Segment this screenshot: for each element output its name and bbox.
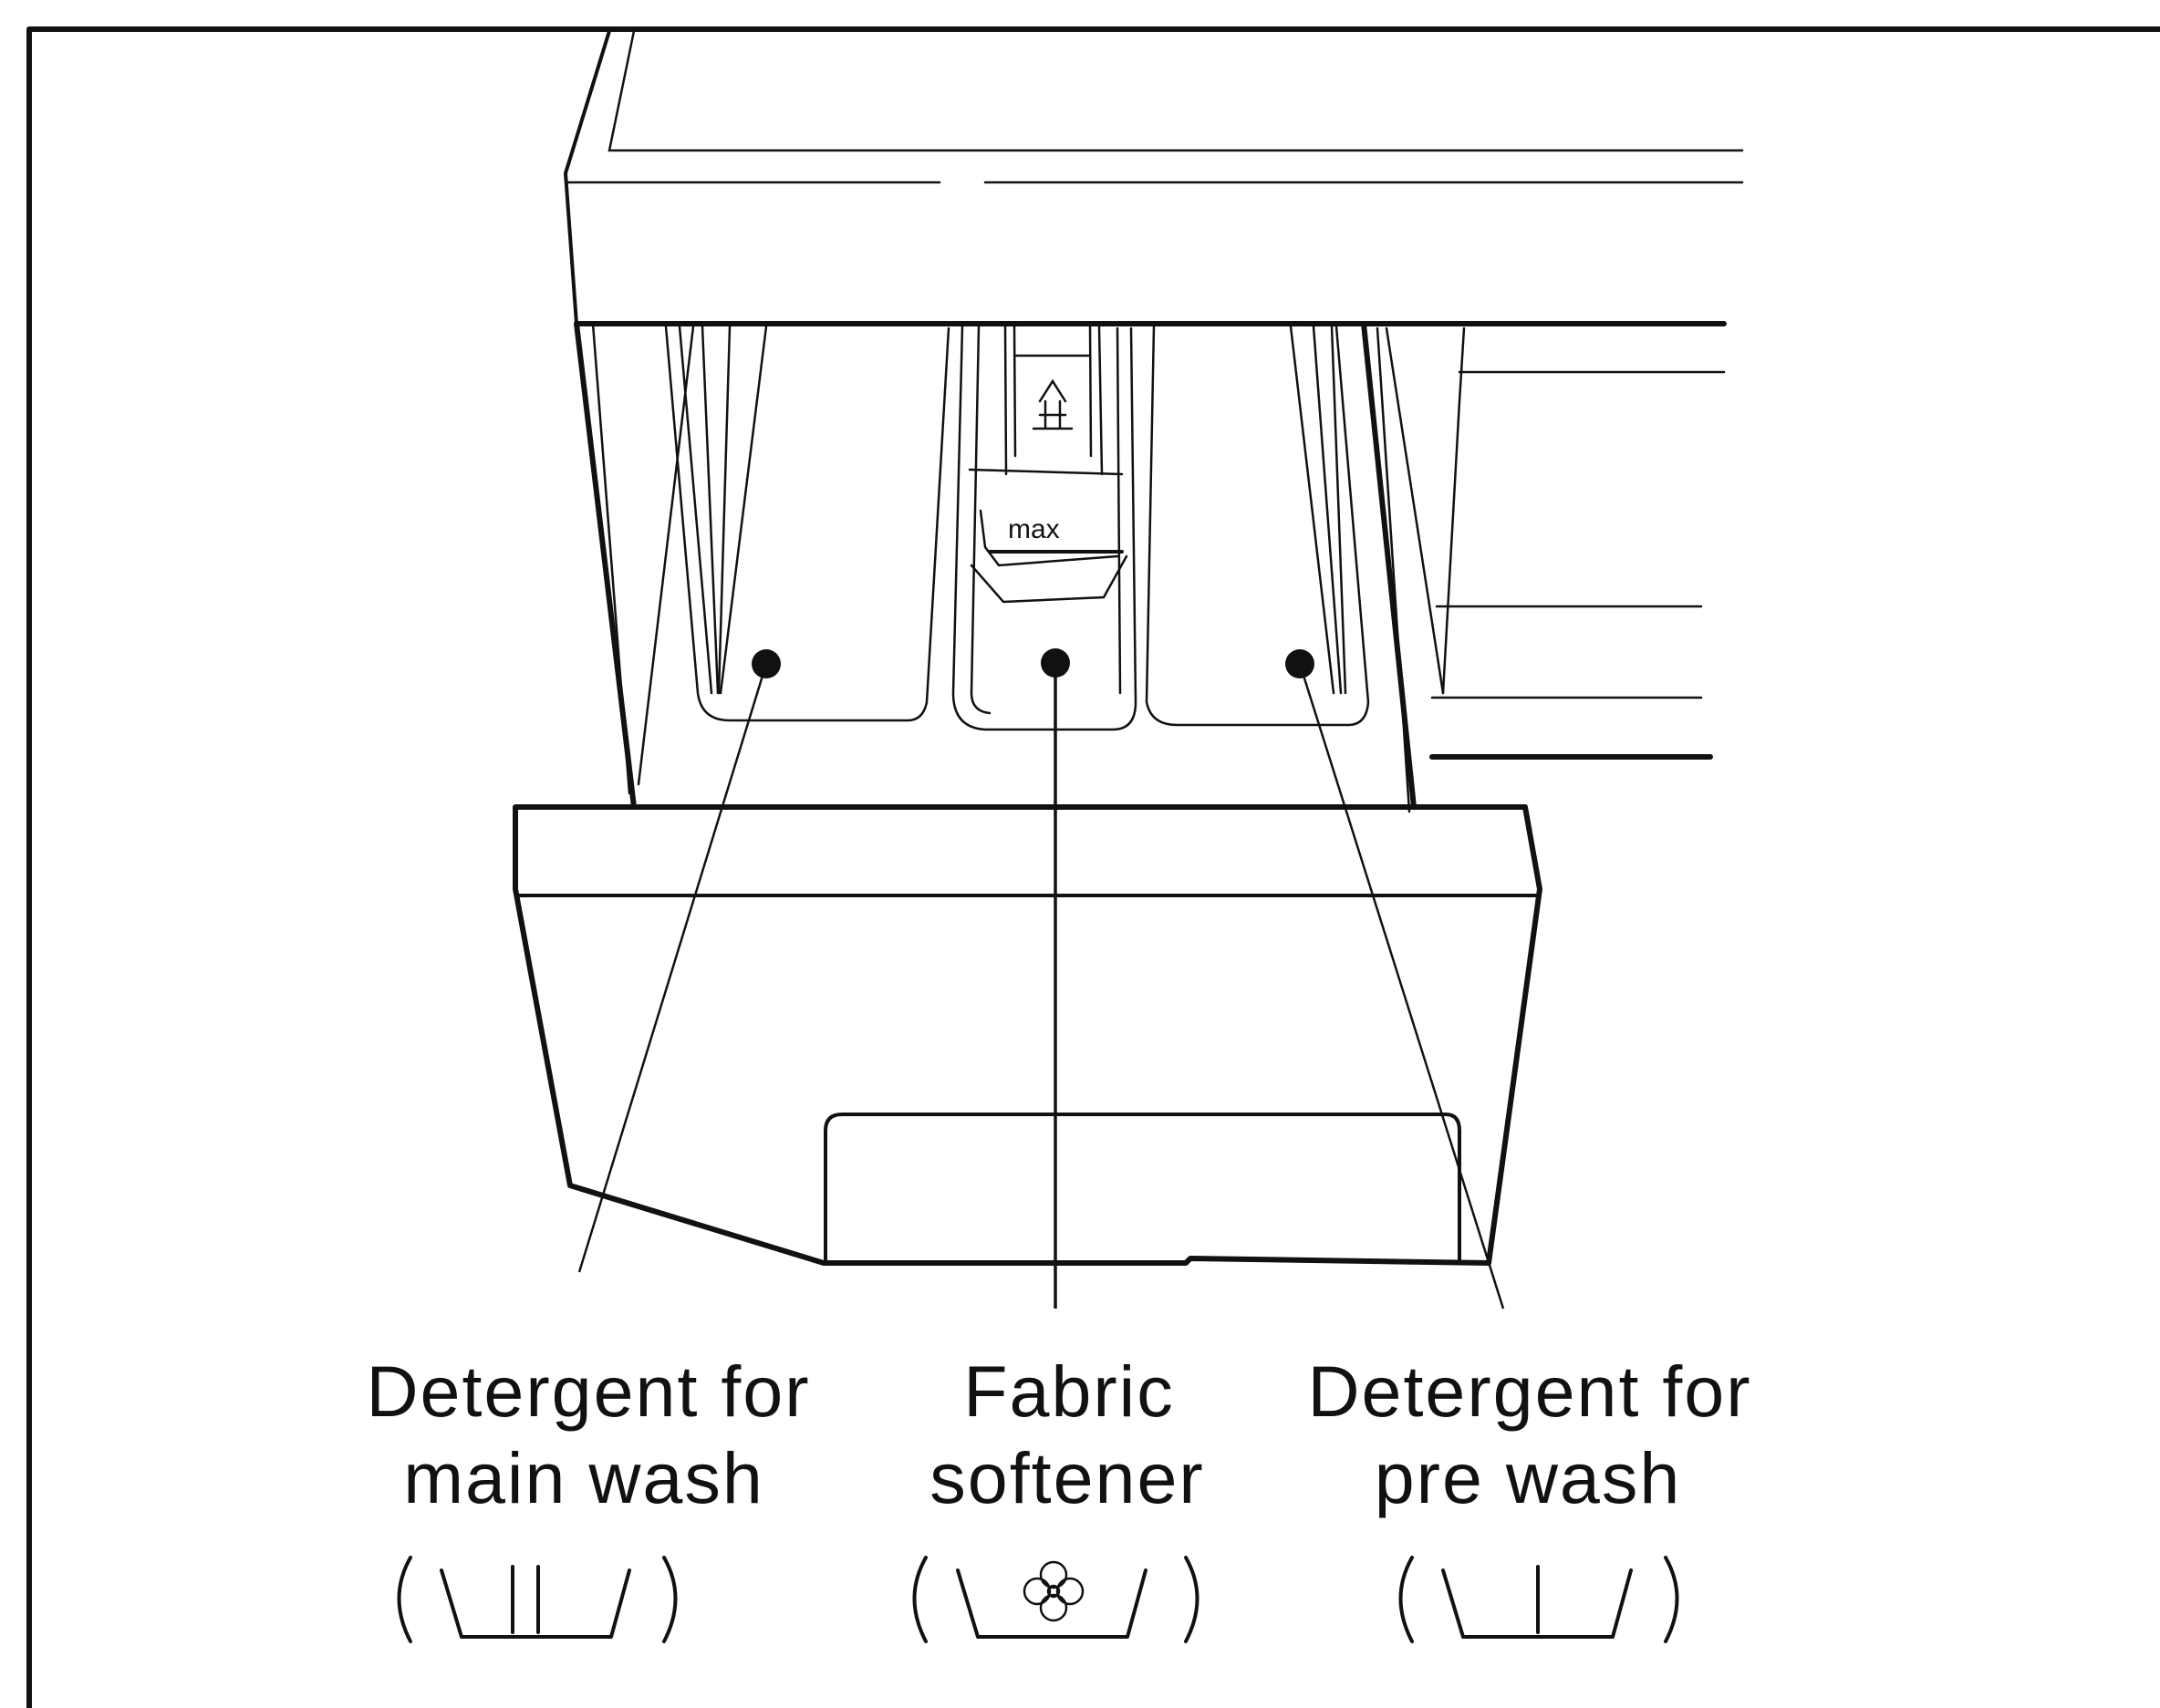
- fabric-softener-flower-symbol-icon: [912, 1556, 1199, 1643]
- main-wash-symbol-icon: [397, 1556, 678, 1643]
- machine-body: [564, 29, 1744, 760]
- fabric-softener-compartment: max: [951, 325, 1137, 731]
- figure-frame: [26, 26, 2160, 1708]
- pre-wash-symbol-icon: [1398, 1556, 1679, 1643]
- max-mark: max: [1008, 514, 1060, 544]
- main-wash-leader-line: [577, 663, 768, 1273]
- pre-wash-compartment: [1145, 325, 1445, 813]
- softener-label-line2: softener: [929, 1437, 1204, 1518]
- softener-label-line1: Fabric: [963, 1351, 1175, 1432]
- pre-wash-label-line2: pre wash: [1375, 1437, 1682, 1518]
- pre-wash-label-line1: Detergent for: [1307, 1351, 1751, 1432]
- main-wash-label-line1: Detergent for: [366, 1351, 810, 1432]
- main-wash-label-line2: main wash: [403, 1437, 764, 1518]
- pre-wash-leader-line: [1298, 663, 1505, 1309]
- main-wash-compartment: [591, 322, 950, 795]
